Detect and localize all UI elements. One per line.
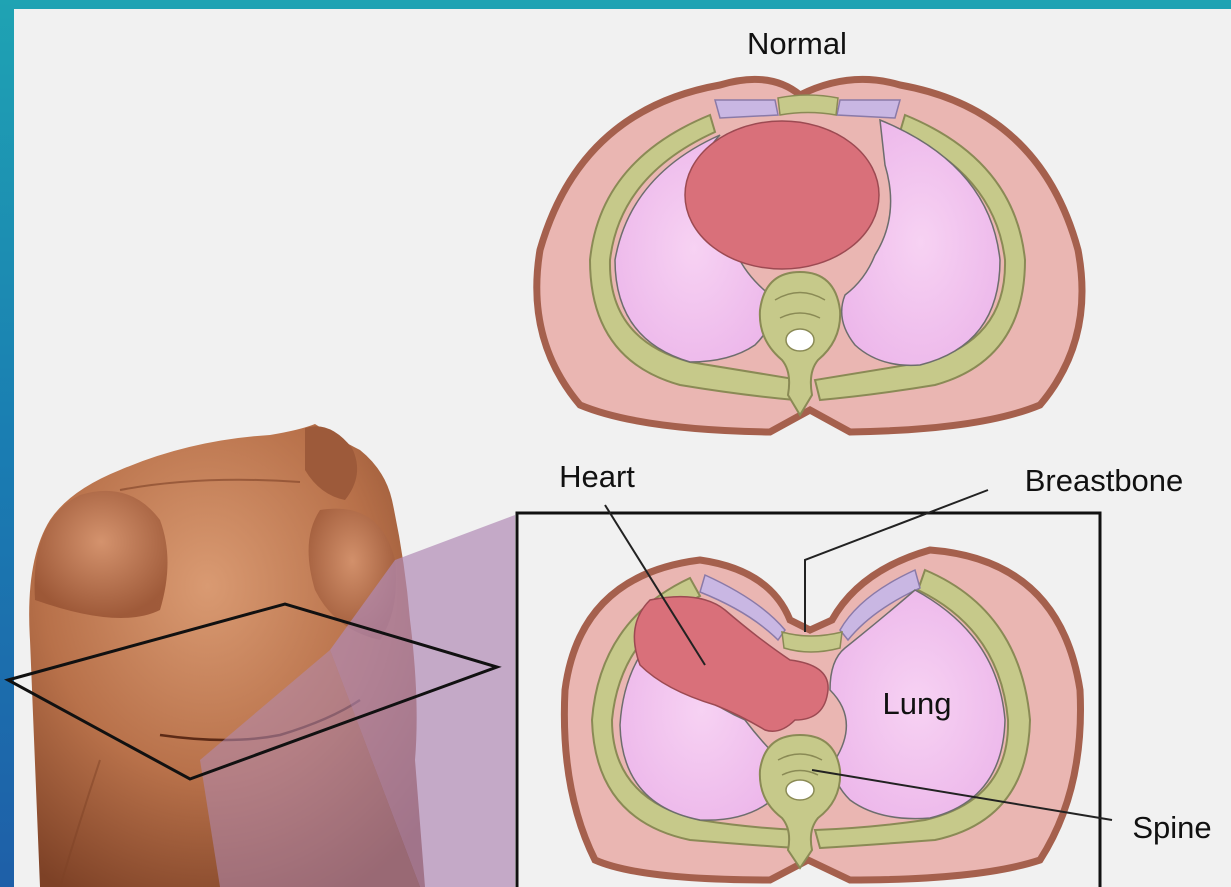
normal-cartilage-right xyxy=(837,100,900,118)
label-heart: Heart xyxy=(559,459,635,494)
normal-heart xyxy=(685,121,879,269)
label-lung: Lung xyxy=(883,686,952,721)
normal-cross-section xyxy=(537,79,1082,432)
pectus-cross-section xyxy=(564,550,1080,880)
normal-breastbone xyxy=(778,95,838,115)
label-spine: Spine xyxy=(1132,810,1211,845)
label-normal: Normal xyxy=(747,26,847,61)
left-shoulder xyxy=(35,491,168,618)
pectus-spinal-canal xyxy=(786,780,814,800)
normal-cartilage-left xyxy=(715,100,778,118)
normal-spinal-canal xyxy=(786,329,814,351)
label-breastbone: Breastbone xyxy=(1025,463,1184,498)
